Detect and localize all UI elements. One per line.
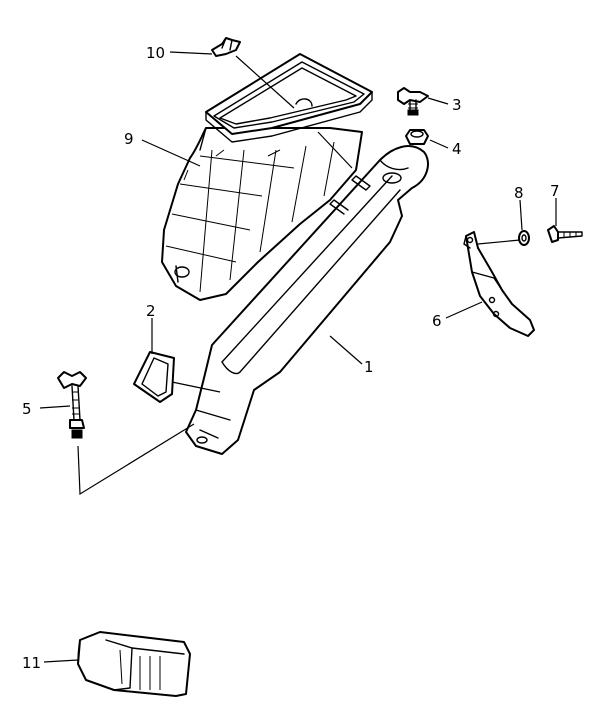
intake-boot-part — [161, 127, 363, 301]
callout-labels: 1 2 3 4 5 6 7 8 9 10 11 — [22, 44, 560, 672]
callout-label-3: 3 — [452, 96, 462, 114]
callout-label-2: 2 — [146, 302, 156, 320]
collar-part — [405, 129, 429, 145]
duct-studs — [329, 175, 371, 215]
callout-label-1: 1 — [364, 358, 374, 376]
duct-part — [185, 145, 429, 455]
callout-label-9: 9 — [124, 130, 134, 148]
callout-label-7: 7 — [550, 182, 560, 200]
callout-label-10: 10 — [146, 44, 165, 62]
callout-label-11: 11 — [22, 654, 41, 672]
seal-part — [133, 351, 175, 403]
washer-part — [518, 230, 530, 246]
callout-label-4: 4 — [452, 140, 462, 158]
intake-boot-rim — [205, 53, 373, 143]
leader-lines — [39, 51, 557, 663]
wing-bolt-top-part — [397, 87, 429, 116]
wing-bolt-long-part — [57, 371, 87, 439]
callout-label-8: 8 — [514, 184, 524, 202]
callout-label-5: 5 — [22, 400, 32, 418]
callout-label-6: 6 — [432, 312, 442, 330]
filter-element-part — [77, 631, 191, 697]
screw-part — [547, 225, 583, 243]
bracket-part — [463, 231, 535, 337]
clip-part — [211, 37, 241, 57]
